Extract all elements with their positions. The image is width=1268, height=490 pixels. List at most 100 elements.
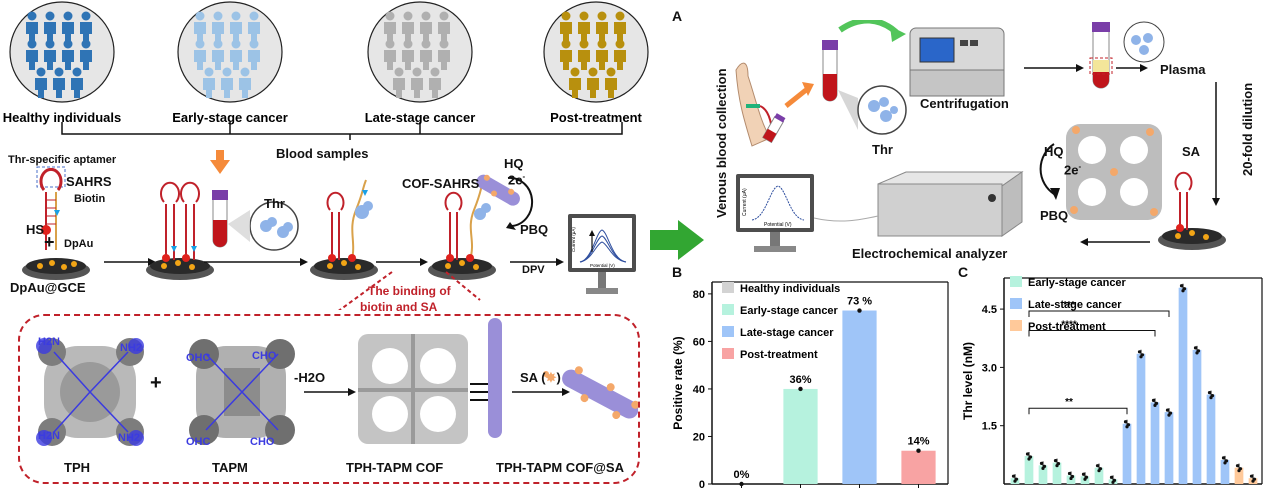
small-monitor-xlabel: Potential (V) [590,263,615,268]
person-icon [26,39,38,70]
legend-swatch [722,304,734,315]
water-loss-label: -H2O [294,370,326,385]
replicate-point [1025,452,1030,456]
person-icon [596,11,608,42]
replicate-point [1027,457,1031,461]
legend-swatch [722,326,734,337]
cof-plus-sign: + [150,372,162,394]
tph-label: TPH [64,460,90,475]
replicate-point [1181,289,1185,293]
person-icon [194,39,206,70]
person-icon [429,67,441,98]
bar [1150,402,1160,484]
legend-label: Early-stage cancer [1028,277,1127,289]
person-icon [420,11,432,42]
bar [842,310,877,484]
person-icon [53,67,65,98]
y-tick-label: 1.5 [982,421,997,433]
electron-label: 2e- [508,172,526,188]
legend-swatch [722,348,734,359]
small-monitor-ylabel: Current (μA) [571,227,576,252]
sensor-workflow [22,150,564,310]
tph-nh2-top-left: H2N [38,336,61,348]
cof-synthesis-panel [18,314,640,484]
aptamer-hairpin-1 [39,167,63,250]
hq-label: HQ [504,156,524,171]
replicate-point [1011,474,1016,478]
analyzer-monitor [736,174,879,252]
person-icon [230,39,242,70]
person-icon [438,11,450,42]
replicate-point [1249,474,1254,478]
y-tick-label: 20 [693,431,705,443]
bar-point [916,448,921,453]
person-icon [230,11,242,42]
centrifuge [909,27,1005,97]
bar [1178,287,1188,484]
cof-rod [488,318,502,438]
binding-note-line2: biotin and SA [360,300,438,314]
person-icon [393,67,405,98]
bar [1024,456,1034,484]
cof-sahrs-label: COF-SAHRS [402,176,480,191]
bar-point [857,308,862,313]
legend-swatch [1010,298,1022,309]
replicate-point [1139,355,1143,359]
group-label: Healthy individuals [3,110,121,125]
dilution-label: 20-fold dilution [1240,82,1255,176]
person-icon [62,39,74,70]
person-icon [402,11,414,42]
replicate-point [1223,461,1227,465]
replicate-point [1039,461,1044,465]
panel-c-letter: C [958,264,969,280]
person-icon [248,39,260,70]
group-2 [367,1,473,103]
cof-lattice [358,334,468,444]
tph-nh2-bottom-right: NH2 [118,432,141,444]
group-label: Late-stage cancer [365,110,476,125]
replicate-point [1083,477,1087,481]
group-bracket [61,122,623,140]
panel-a-sa-label: SA [1182,144,1201,159]
y-tick-label: 80 [693,289,705,301]
person-icon [212,39,224,70]
bar [1038,465,1048,484]
person-icon [605,67,617,98]
panel-a-hq-label: HQ [1044,144,1064,159]
blood-samples-label: Blood samples [276,146,369,161]
person-icon [420,39,432,70]
cof-label: TPH-TAPM COF [346,460,444,475]
tph-nh2-bottom-left: H2N [38,430,61,442]
legend-label: Early-stage cancer [740,305,839,317]
flow-arrow [650,220,704,260]
bar [1192,349,1202,484]
person-icon [560,11,572,42]
group-0 [9,1,115,103]
plasma-label: Plasma [1160,62,1206,77]
replicate-point [1097,469,1101,473]
bar [1052,462,1062,484]
person-icon [239,67,251,98]
person-icon [44,39,56,70]
panel-a-letter: A [672,8,683,24]
person-icon [596,39,608,70]
person-icon [560,39,572,70]
legend-label: Healthy individuals [740,283,840,295]
person-icon [221,67,233,98]
bar [1136,353,1146,484]
aptamer-label: Thr-specific aptamer [8,154,117,166]
person-icon [402,39,414,70]
group-label: Post-treatment [550,110,642,125]
cof-synthesis-diagram [36,318,638,446]
biotin-label: Biotin [74,193,106,205]
bar-data-label: 14% [907,436,929,448]
tapm-cho-top-right: CHO [252,350,277,362]
replicate-point [1193,346,1198,350]
electrochemical-analyzer [877,171,1024,237]
cof-sa-label: TPH-TAPM COF@SA [496,460,624,475]
group-3 [543,1,649,103]
centrifugation-label: Centrifugation [920,96,1009,111]
venous-label: Venous blood collection [714,68,729,218]
y-tick-label: 3.0 [982,362,997,374]
